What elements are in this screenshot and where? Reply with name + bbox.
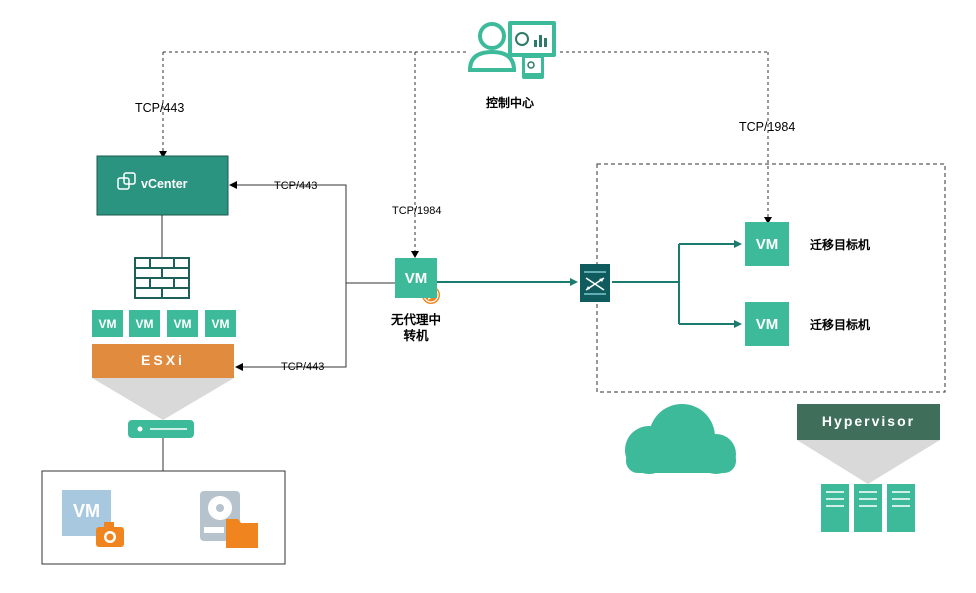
cc-proxy-port-label: TCP/1984 <box>392 205 442 217</box>
dashed-arrowheads <box>159 151 772 258</box>
control-center-icon <box>467 21 556 79</box>
target-vm-tile: VM <box>745 222 789 266</box>
esxi-vm-tile: VM <box>167 310 198 337</box>
server-device-icon <box>128 420 194 438</box>
switch-to-targets <box>612 243 736 325</box>
cc-vcenter-port-label: TCP/443 <box>135 101 185 115</box>
esxi-vm-tile: VM <box>92 310 123 337</box>
disk-folder-icon <box>200 491 258 548</box>
proxy-label-line2: 转机 <box>403 329 429 343</box>
hypervisor-label: Hypervisor <box>821 413 916 429</box>
vcenter-label: vCenter <box>141 177 188 191</box>
proxy-label-line1: 无代理中 <box>390 313 441 327</box>
storage-vm-label: VM <box>73 501 100 521</box>
server-rack-icon <box>821 484 915 532</box>
proxy-links <box>232 184 395 368</box>
hypervisor-funnel <box>797 440 940 484</box>
esxi-label: ESXi <box>141 352 185 368</box>
control-center-label: 控制中心 <box>486 96 535 110</box>
target-label: 迁移目标机 <box>810 238 871 252</box>
control-center-links <box>162 51 769 254</box>
target-vm-tile: VM <box>745 302 789 346</box>
cc-target-port-label: TCP/1984 <box>739 120 796 134</box>
esxi-vm-tile: VM <box>205 310 236 337</box>
esxi-vm-tile: VM <box>129 310 160 337</box>
firewall-icon <box>134 257 190 299</box>
cloud-icon <box>625 404 736 474</box>
vcenter-logo-icon <box>117 172 136 190</box>
esxi-bar <box>92 344 234 378</box>
vcenter-box <box>96 155 229 216</box>
proxy-vcenter-port-label: TCP/443 <box>274 180 318 192</box>
proxy-esxi-port-label: TCP/443 <box>281 361 325 373</box>
network-switch-icon <box>580 264 610 302</box>
esxi-funnel <box>92 378 234 420</box>
target-network-box <box>596 163 946 393</box>
target-label: 迁移目标机 <box>810 318 871 332</box>
proxy-vm-tile: VM <box>395 258 437 298</box>
vm-snapshot-icon <box>62 490 124 547</box>
hypervisor-bar <box>797 404 940 440</box>
